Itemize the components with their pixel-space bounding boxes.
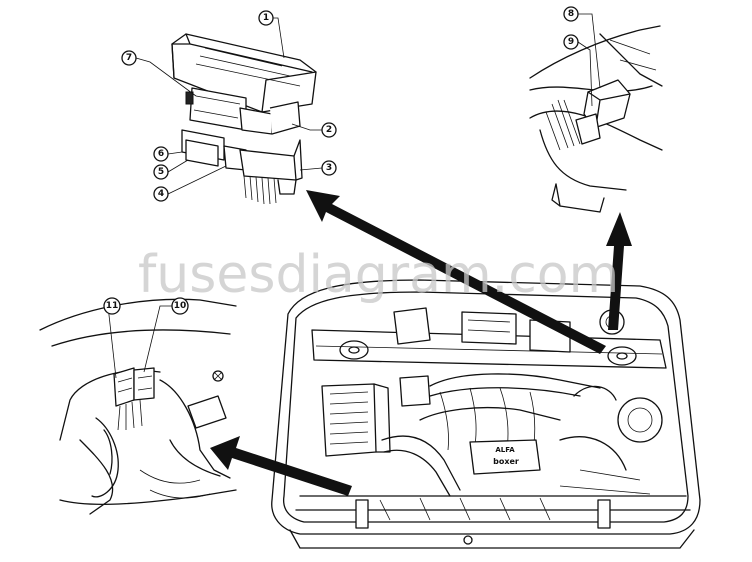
- callout-label-3: 3: [326, 163, 332, 173]
- callout-1: 1: [258, 10, 274, 26]
- callout-label-11: 11: [106, 301, 119, 311]
- relay-box-detail: [171, 33, 317, 205]
- engine-bay: ALFA boxer: [271, 279, 701, 549]
- callout-11: 11: [103, 297, 121, 315]
- callout-8: 8: [563, 6, 579, 22]
- callout-label-9: 9: [568, 37, 574, 47]
- callout-label-10: 10: [174, 301, 187, 311]
- relay-detail-right: [529, 25, 663, 213]
- callout-4: 4: [153, 186, 169, 202]
- callout-label-2: 2: [326, 125, 332, 135]
- callout-leaders-right: [577, 13, 601, 107]
- callout-label-7: 7: [126, 53, 132, 63]
- callout-label-4: 4: [158, 189, 164, 199]
- arrow-to-right-relays: [606, 212, 632, 330]
- callout-3: 3: [321, 160, 337, 176]
- arrow-to-dash-fusebox: [210, 436, 352, 496]
- callout-7: 7: [121, 50, 137, 66]
- callout-10: 10: [171, 297, 189, 315]
- arrow-to-relay-box: [306, 190, 606, 354]
- callout-leaders-left: [107, 305, 172, 379]
- location-arrows: [210, 190, 632, 496]
- callout-leaders-top: [135, 17, 323, 195]
- watermark-text: fusesdiagram.com: [138, 245, 619, 305]
- callout-2: 2: [321, 122, 337, 138]
- callout-label-6: 6: [158, 149, 164, 159]
- callout-9: 9: [563, 34, 579, 50]
- engine-badge-line2: boxer: [493, 457, 519, 466]
- dashboard-fusebox-detail: [39, 298, 237, 515]
- callout-label-8: 8: [568, 9, 574, 19]
- callout-label-1: 1: [263, 13, 269, 23]
- callout-label-5: 5: [158, 167, 164, 177]
- callout-5: 5: [153, 164, 169, 180]
- engine-badge-line1: ALFA: [495, 446, 515, 454]
- callout-6: 6: [153, 146, 169, 162]
